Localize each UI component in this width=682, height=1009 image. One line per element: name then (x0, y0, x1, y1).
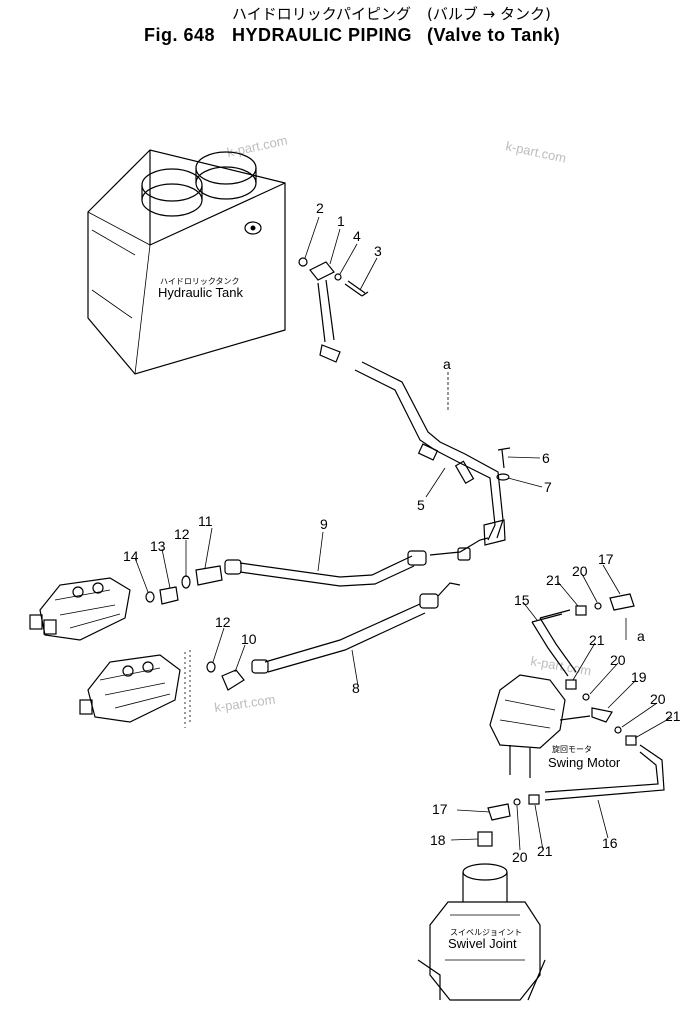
o-ring-12 (181, 575, 191, 589)
hose-9 (224, 537, 489, 587)
callout: 21 (546, 572, 562, 588)
bolt-3 (344, 280, 369, 297)
callout: 5 (417, 497, 425, 513)
flange-1 (309, 261, 335, 281)
figure-title: HYDRAULIC PIPING (232, 25, 412, 45)
washer-4 (334, 273, 342, 281)
tank-label-en: Hydraulic Tank (158, 285, 244, 300)
motor-plumbing (477, 593, 665, 847)
callout: 12 (174, 526, 190, 542)
title-jp-paren: (バルブ → タンク) (427, 5, 551, 23)
control-valve-lower (79, 650, 191, 728)
swing-motor: 旋回モータ Swing Motor (489, 674, 621, 778)
callout: 15 (514, 592, 530, 608)
callout: 21 (665, 708, 681, 724)
callout: 3 (374, 243, 382, 259)
o-ring-2 (298, 257, 308, 267)
elbow-10 (221, 669, 245, 691)
callout: 20 (512, 849, 528, 865)
callout: 2 (316, 200, 324, 216)
o-ring-12b (206, 661, 216, 673)
callout: 19 (631, 669, 647, 685)
callout: 16 (602, 835, 618, 851)
callout: 1 (337, 213, 345, 229)
title-jp: ハイドロリックパイピング (232, 5, 411, 23)
figure-subtitle: (Valve to Tank) (427, 25, 560, 45)
watermark: k-part.com (213, 692, 276, 715)
watermark: k-part.com (226, 132, 289, 159)
callout-a: a (637, 628, 645, 644)
joint-label-en: Swivel Joint (448, 936, 517, 951)
callout-a: a (443, 356, 451, 372)
callout: 10 (241, 631, 257, 647)
callout: 4 (353, 228, 361, 244)
callout: 9 (320, 516, 328, 532)
figure-number: Fig. 648 (144, 25, 215, 45)
callout: 8 (352, 680, 360, 696)
callout: 20 (572, 563, 588, 579)
joint-label-jp: スイベルジョイント (450, 928, 522, 937)
elbow-11 (195, 565, 223, 586)
callout: 17 (432, 801, 448, 817)
tank-label-jp: ハイドロリックタンク (160, 277, 240, 286)
tank-return-pipe (298, 257, 511, 546)
swivel-joint: スイベルジョイント Swivel Joint (417, 863, 546, 1001)
callout: 13 (150, 538, 166, 554)
bolt-6 (497, 447, 511, 469)
washer-7 (496, 473, 510, 481)
connector-13 (159, 586, 179, 605)
callout: 11 (198, 513, 213, 529)
callout: 12 (215, 614, 231, 630)
hydraulic-tank: ハイドロリックタンク Hydraulic Tank (87, 149, 286, 375)
callout: 7 (544, 479, 552, 495)
callout: 18 (430, 832, 446, 848)
motor-label-en: Swing Motor (548, 755, 621, 770)
callout: 17 (598, 551, 614, 567)
leader-lines (134, 216, 673, 851)
lower-fittings (206, 661, 245, 691)
motor-label-jp: 旋回モータ (552, 744, 592, 754)
callouts: 2 1 4 3 5 6 7 11 12 13 14 9 8 10 12 15 2… (123, 200, 681, 865)
watermark: k-part.com (504, 138, 567, 165)
callout: 21 (537, 843, 553, 859)
hose-8 (251, 582, 461, 674)
o-ring-14 (145, 591, 155, 603)
callout: 14 (123, 548, 139, 564)
callout: 21 (589, 632, 605, 648)
callout: 20 (650, 691, 666, 707)
upper-fittings (145, 565, 223, 605)
control-valve-upper (29, 577, 131, 641)
callout: 6 (542, 450, 550, 466)
callout: 20 (610, 652, 626, 668)
